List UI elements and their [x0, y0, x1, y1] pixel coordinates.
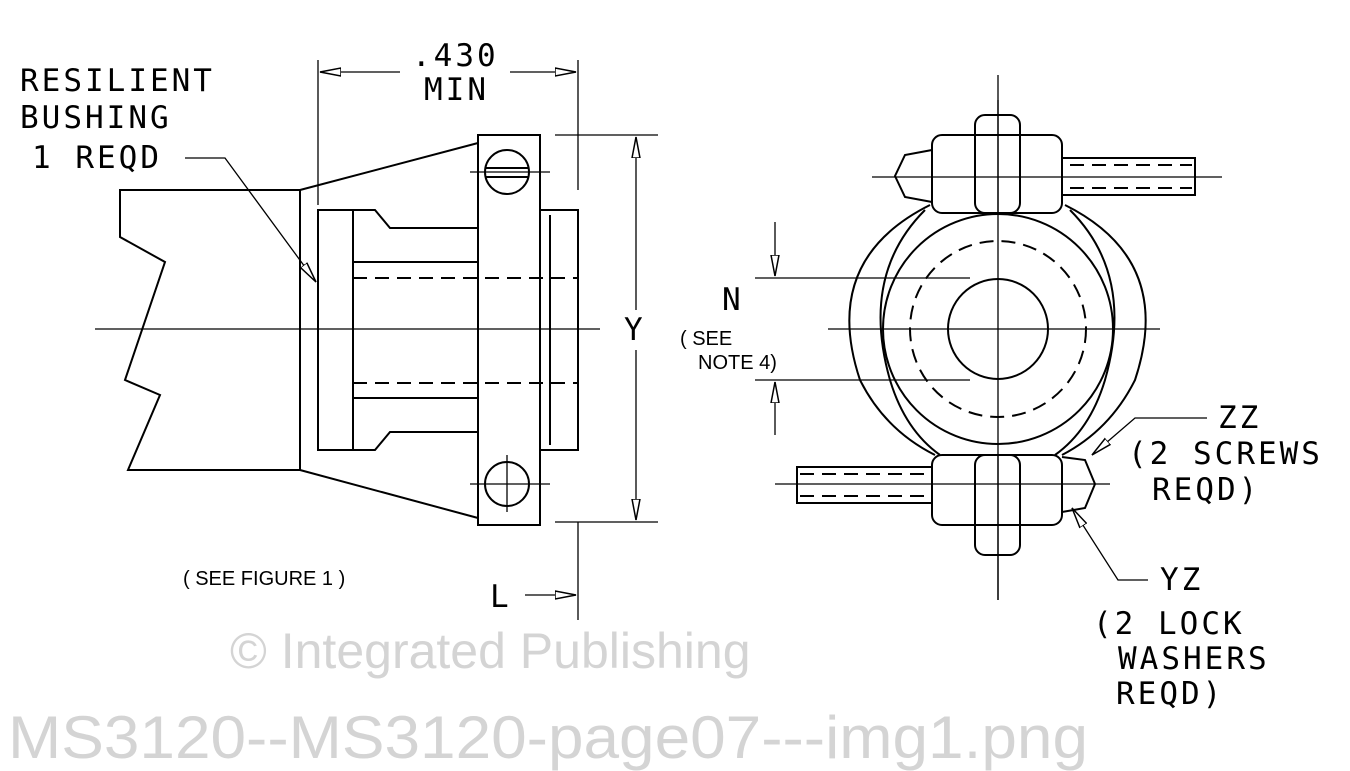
see-note-line: ( SEE — [680, 328, 732, 350]
inner-bore-circle — [947, 278, 1049, 380]
watermark-line2: MS3120--MS3120-page07---img1.png — [8, 704, 1088, 771]
see-note-line: NOTE 4) — [698, 352, 777, 374]
hidden-lines — [353, 277, 578, 384]
watermark-line1: © Integrated Publishing — [230, 623, 751, 679]
side-view — [95, 134, 600, 526]
insert-flange — [317, 209, 354, 451]
clamp-band-outer — [848, 204, 1147, 456]
hidden-bore-circle — [909, 240, 1087, 418]
callout-resilient-bushing: RESILIENT BUSHING 1 REQD — [20, 63, 316, 282]
dimension-n: N ( SEE NOTE 4) — [680, 222, 970, 435]
callout-line: BUSHING — [20, 100, 172, 136]
top-lock-washer — [893, 149, 933, 203]
dimension-y: Y — [555, 134, 658, 523]
callout-line: REQD) — [1152, 472, 1260, 508]
dim-y-label: Y — [624, 312, 646, 348]
callout-line: YZ — [1160, 562, 1203, 598]
rear-flange — [539, 209, 579, 451]
clamp-band-inner — [879, 209, 1116, 456]
callout-line: ZZ — [1218, 400, 1261, 436]
insert-body — [353, 209, 478, 451]
top-ear — [931, 134, 1063, 214]
dimension-l: L — [490, 522, 579, 620]
see-figure-note: ( SEE FIGURE 1 ) — [183, 568, 345, 590]
callout-zz: ZZ (2 SCREWS REQD) — [1092, 400, 1323, 508]
callout-line: (2 SCREWS — [1128, 436, 1323, 472]
end-view — [775, 75, 1222, 600]
callout-line: REQD) — [1116, 676, 1224, 712]
bushing-taper — [299, 142, 479, 519]
bottom-ear — [931, 454, 1063, 526]
callout-line: 1 REQD — [32, 140, 162, 176]
callout-line: (2 LOCK — [1093, 606, 1245, 642]
dim-l-label: L — [490, 579, 512, 615]
dim-430-label: .430 — [412, 38, 499, 74]
cable-break-outline — [119, 189, 301, 471]
dim-n-label: N — [722, 282, 744, 318]
dim-min-label: MIN — [424, 72, 489, 108]
screw-head-top — [470, 149, 550, 195]
bottom-screw — [796, 466, 933, 504]
callout-line: WASHERS — [1118, 641, 1270, 677]
callout-yz: YZ (2 LOCK WASHERS REQD) — [1072, 508, 1270, 712]
insert-lines — [353, 261, 478, 399]
callout-line: RESILIENT — [20, 63, 215, 99]
dimension-430: .430 MIN — [317, 38, 579, 205]
screw-head-bottom — [470, 455, 550, 512]
